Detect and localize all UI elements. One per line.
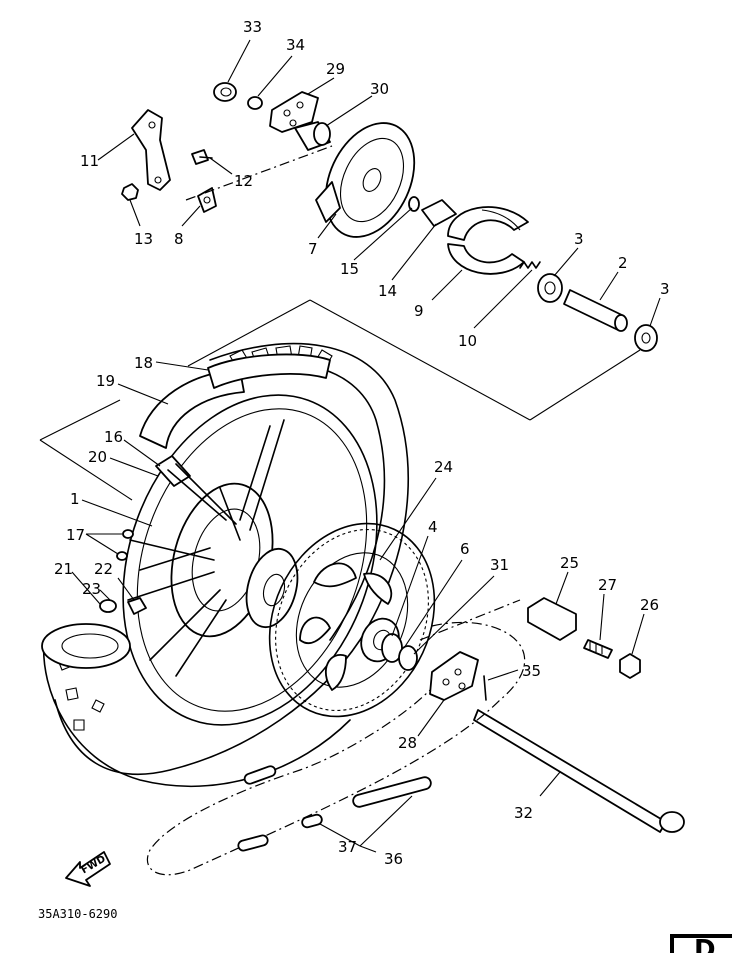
part-adjuster-25 <box>527 597 577 641</box>
callout-20: 20 <box>88 448 107 466</box>
part-spacer-30 <box>294 121 331 151</box>
part-brake-shoes-9 <box>447 206 529 275</box>
sprocket-24 <box>268 522 436 718</box>
callout-4: 4 <box>428 518 438 536</box>
callout-labels: 33 34 29 30 11 12 13 8 7 15 14 9 10 3 2 … <box>54 18 670 868</box>
corner-box: D <box>670 934 732 953</box>
callout-30: 30 <box>370 80 389 98</box>
callout-7: 7 <box>308 240 318 258</box>
callout-34: 34 <box>286 36 305 54</box>
part-plate-29 <box>269 91 319 133</box>
spokes <box>127 419 285 677</box>
part-bearing-3-lower <box>634 324 658 352</box>
fwd-arrow-icon: FWD <box>65 851 111 887</box>
callout-29: 29 <box>326 60 345 78</box>
callout-13: 13 <box>134 230 153 248</box>
part-axle-collar-2 <box>563 289 628 332</box>
callout-12: 12 <box>234 172 253 190</box>
callout-9: 9 <box>414 302 424 320</box>
callout-17: 17 <box>66 526 85 544</box>
callout-leaders <box>71 39 661 853</box>
callout-15: 15 <box>340 260 359 278</box>
callout-31: 31 <box>490 556 509 574</box>
callout-22: 22 <box>94 560 113 578</box>
callout-33: 33 <box>243 18 262 36</box>
part-collar-33 <box>213 82 237 102</box>
callout-28: 28 <box>398 734 417 752</box>
part-bearing-3-upper <box>537 273 563 303</box>
corner-label: D <box>694 935 716 953</box>
callout-35: 35 <box>522 662 541 680</box>
part-washer-34 <box>247 96 263 110</box>
chain-links <box>237 765 432 852</box>
drive-chain-36 <box>146 621 526 876</box>
callout-23: 23 <box>82 580 101 598</box>
callout-8: 8 <box>174 230 184 248</box>
part-axle-32 <box>473 709 685 833</box>
callout-2: 2 <box>618 254 628 272</box>
part-brake-plate-7 <box>315 122 416 238</box>
callout-11: 11 <box>80 152 99 170</box>
callout-3-upper: 3 <box>574 230 584 248</box>
part-adjust-bolt-27 <box>583 639 613 659</box>
callout-18: 18 <box>134 354 153 372</box>
part-pin-8 <box>197 187 217 213</box>
wheel-assembly <box>41 342 409 787</box>
callout-32: 32 <box>514 804 533 822</box>
callout-21: 21 <box>54 560 73 578</box>
top-hub-parts <box>121 82 658 352</box>
spoke-bolts-17 <box>116 529 134 561</box>
callout-27: 27 <box>598 576 617 594</box>
callout-26: 26 <box>640 596 659 614</box>
part-seal-15 <box>408 196 420 212</box>
callout-10: 10 <box>458 332 477 350</box>
callout-6: 6 <box>460 540 470 558</box>
callout-14: 14 <box>378 282 397 300</box>
hub-parts-4-6-31 <box>381 633 418 671</box>
callout-36: 36 <box>384 850 403 868</box>
callout-1: 1 <box>70 490 80 508</box>
part-nut-26 <box>619 653 641 679</box>
part-bolt-12 <box>191 149 213 165</box>
chain-adjuster-parts <box>429 597 685 833</box>
part-plate-28 <box>429 651 479 701</box>
part-cotter-pin-35 <box>483 675 487 701</box>
callout-37: 37 <box>338 838 357 856</box>
part-nut-13 <box>121 183 139 201</box>
small-parts-21-23 <box>99 597 147 615</box>
callout-19: 19 <box>96 372 115 390</box>
callout-16: 16 <box>104 428 123 446</box>
callout-3-lower: 3 <box>660 280 670 298</box>
drawing-code: 35A310-6290 <box>38 907 117 921</box>
part-cam-lever-11 <box>131 109 171 191</box>
callout-24: 24 <box>434 458 453 476</box>
assembly-outline-lines <box>39 145 641 641</box>
part-spacer-14 <box>421 199 457 227</box>
part-spring-10 <box>519 261 541 269</box>
callout-25: 25 <box>560 554 579 572</box>
